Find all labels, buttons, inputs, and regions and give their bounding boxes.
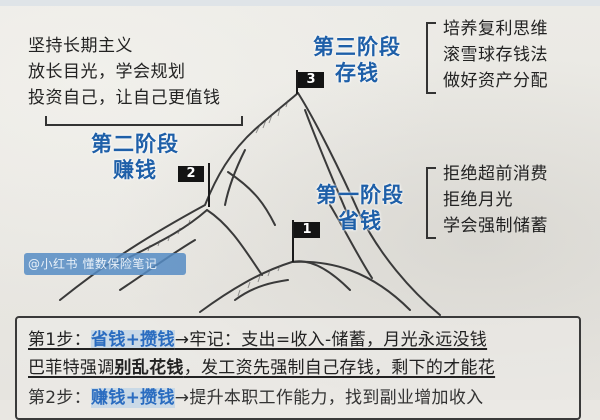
step2-suffix: →提升本职工作能力，找到副业增加收入 xyxy=(174,388,484,408)
flag2-pole xyxy=(208,163,210,207)
step1-highlight: 省钱+攒钱 xyxy=(91,330,175,350)
step2-highlight: 赚钱+攒钱 xyxy=(91,388,175,408)
top-strip xyxy=(0,0,600,6)
step2-line: 第2步：赚钱+攒钱→提升本职工作能力，找到副业增加收入 xyxy=(28,386,483,410)
step1-detail-line: 巴菲特强调别乱花钱，发工资先强制自己存钱，剩下的才能花 xyxy=(28,356,495,380)
left-note-line: 放长目光，学会规划 xyxy=(28,62,186,82)
stage3-notes: 培养复利思维 滚雪球存钱法 做好资产分配 xyxy=(443,16,548,94)
step1-suffix: →牢记：支出=收入-储蓄，月光永远没钱 xyxy=(174,330,488,350)
stage3-subtitle: 存钱 xyxy=(335,61,379,85)
stage3-bracket xyxy=(426,22,436,94)
flag2-icon: 2 xyxy=(178,166,204,182)
watermark: @小红书 懂数保险笔记 xyxy=(24,253,186,275)
step1-line: 第1步：省钱+攒钱→牢记：支出=收入-储蓄，月光永远没钱 xyxy=(28,328,487,352)
flag3-pole xyxy=(296,70,298,94)
stage1-note: 拒绝超前消费 xyxy=(443,164,548,184)
stage1-bracket xyxy=(426,167,436,239)
step1-prefix: 第1步： xyxy=(28,330,92,350)
stage3-heading: 第三阶段 xyxy=(313,35,401,59)
stage3-note: 滚雪球存钱法 xyxy=(443,45,548,65)
flag1-icon: 1 xyxy=(294,222,320,238)
stage3-note: 做好资产分配 xyxy=(443,71,548,91)
flag1-pole xyxy=(292,220,294,262)
step1-detail-bold: 别乱花钱 xyxy=(114,358,184,378)
stage1-note: 学会强制储蓄 xyxy=(443,216,548,236)
stage1-heading: 第一阶段 xyxy=(316,183,404,207)
stage3-title: 第三阶段 存钱 xyxy=(302,34,412,86)
step2-prefix: 第2步： xyxy=(28,388,92,408)
stage2-heading: 第二阶段 xyxy=(91,132,179,156)
flag3-icon: 3 xyxy=(298,72,324,88)
stage2-subtitle: 赚钱 xyxy=(113,158,157,182)
left-notes: 坚持长期主义 放长目光，学会规划 投资自己，让自己更值钱 xyxy=(28,33,221,111)
stage1-subtitle: 省钱 xyxy=(338,209,382,233)
step1-detail-suffix: ，发工资先强制自己存钱，剩下的才能花 xyxy=(183,358,496,378)
left-bracket xyxy=(45,116,243,126)
stage3-note: 培养复利思维 xyxy=(443,19,548,39)
left-note-line: 坚持长期主义 xyxy=(28,36,133,56)
step1-detail-prefix: 巴菲特强调 xyxy=(28,358,115,378)
stage1-title: 第一阶段 省钱 xyxy=(305,182,415,234)
stage1-notes: 拒绝超前消费 拒绝月光 学会强制储蓄 xyxy=(443,161,548,239)
stage1-note: 拒绝月光 xyxy=(443,190,513,210)
stage2-title: 第二阶段 赚钱 xyxy=(80,131,190,183)
left-note-line: 投资自己，让自己更值钱 xyxy=(28,88,221,108)
